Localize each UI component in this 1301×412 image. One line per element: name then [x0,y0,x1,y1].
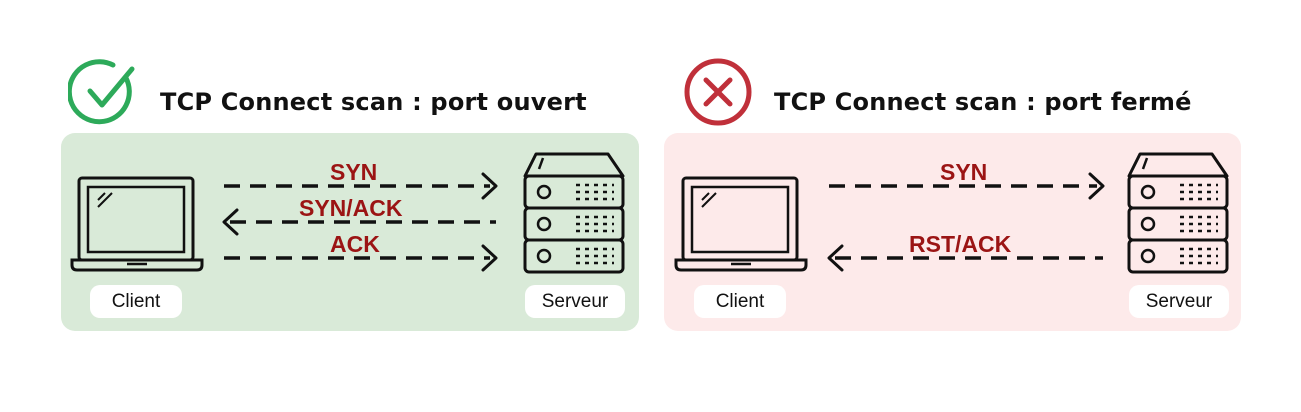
message-label-syn: SYN [936,160,992,184]
closed-port-title: TCP Connect scan : port fermé [774,88,1192,116]
message-label-syn: SYN [326,160,382,184]
server-label: Serveur [525,285,625,318]
client-label: Client [694,285,786,318]
server-icon [1127,152,1229,274]
laptop-icon [70,176,204,272]
x-circle-icon [684,58,752,126]
check-circle-icon [68,59,135,125]
message-label-syn-ack: SYN/ACK [295,196,407,220]
server-icon [523,152,625,274]
message-label-rst-ack: RST/ACK [905,232,1016,256]
client-label: Client [90,285,182,318]
open-port-title: TCP Connect scan : port ouvert [160,88,587,116]
message-label-ack: ACK [326,232,384,256]
server-label: Serveur [1129,285,1229,318]
laptop-icon [674,176,808,272]
